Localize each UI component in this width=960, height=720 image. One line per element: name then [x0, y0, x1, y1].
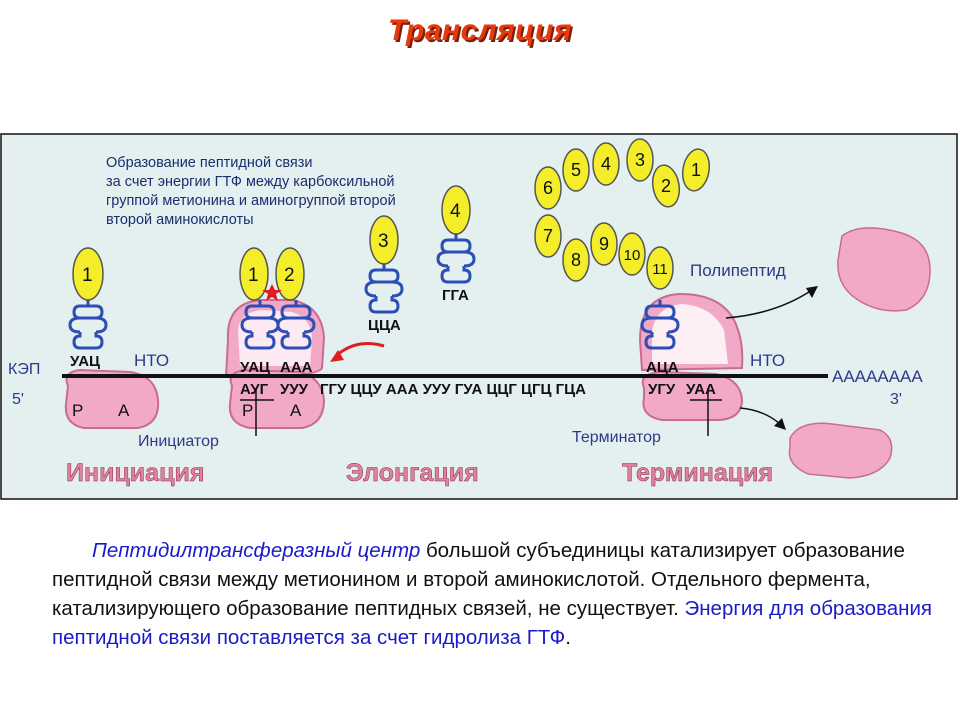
note-line-3: группой метионина и аминогруппой второй: [106, 193, 396, 209]
chain-amino-oval: [681, 148, 711, 192]
site-p-label-1: P: [72, 401, 83, 420]
polypeptide-release-arrowhead: [806, 286, 818, 298]
polypeptide-chain: 123 456 789 10 11: [534, 138, 711, 290]
three-prime-label: 3': [890, 391, 902, 408]
chain-amino-oval: [646, 246, 674, 290]
anticodon-4: ЦЦА: [368, 317, 401, 334]
note-line-1: Образование пептидной связи: [106, 155, 312, 171]
chain-amino-label: 11: [652, 261, 668, 278]
chain-amino-oval: [562, 238, 590, 282]
chain-amino-label: 3: [635, 150, 645, 170]
amino-label-5: 4: [450, 201, 461, 222]
subunit-release-arrow: [739, 407, 781, 425]
released-small-subunit: [788, 422, 893, 479]
caption-end: .: [565, 626, 571, 649]
codon-ugu: УГУ: [648, 381, 676, 398]
chain-amino-label: 1: [691, 160, 701, 180]
amino-label-2: 1: [248, 265, 259, 286]
chain-amino-oval: [651, 164, 681, 208]
nto-left-label: НТО: [134, 351, 169, 370]
subunit-release-arrowhead: [774, 418, 786, 430]
anticodon-6: АЦА: [646, 359, 679, 376]
chain-amino-label: 8: [571, 250, 581, 270]
polypeptide-release-arrow: [725, 289, 813, 319]
slide-title: Трансляция: [387, 14, 573, 47]
chain-amino-oval: [592, 142, 620, 186]
note-line-2: за счет энергии ГТФ между карбоксильной: [106, 174, 394, 190]
site-a-label-1: A: [118, 401, 130, 420]
note-line-4: второй аминокислоты: [106, 212, 254, 228]
terminator-label: Терминатор: [572, 429, 661, 446]
caption-body: большой субъединицы катализирует образов…: [52, 539, 905, 620]
chain-amino-label: 4: [601, 154, 611, 174]
amino-label-4: 3: [378, 231, 389, 252]
chain-amino-oval: [618, 232, 646, 276]
chain-amino-label: 6: [543, 178, 553, 198]
chain-amino-oval: [534, 214, 562, 258]
codon-second: УУУ: [280, 381, 309, 398]
initiator-label: Инициатор: [138, 433, 219, 450]
nto-right-label: НТО: [750, 351, 785, 370]
ribosome-initiation: [64, 368, 160, 429]
codon-sequence: ГГУ ЦЦУ ААА УУУ ГУА ЦЦГ ЦГЦ ГЦА: [320, 381, 586, 398]
stage-elongation: Элонгация: [346, 459, 479, 487]
amino-oval-5: [441, 185, 471, 235]
peptide-bond-star: [262, 284, 282, 301]
chain-amino-label: 2: [661, 176, 671, 196]
anticodon-3: ААА: [280, 359, 313, 376]
caption-paragraph: Пептидилтрансферазный центр большой субъ…: [52, 536, 932, 652]
chain-amino-label: 10: [624, 247, 641, 264]
site-a-label-2: A: [290, 401, 302, 420]
site-p-label-2: P: [242, 401, 253, 420]
anticodon-5: ГГА: [442, 287, 469, 304]
incoming-trna-arrowhead: [330, 350, 344, 362]
ribosome-termination: [638, 292, 744, 421]
codon-start: АУГ: [240, 381, 269, 398]
chain-amino-label: 9: [599, 234, 609, 254]
amino-label-3: 2: [284, 265, 295, 286]
chain-amino-label: 5: [571, 160, 581, 180]
cap-label: КЭП: [8, 361, 40, 378]
stage-termination: Терминация: [622, 459, 773, 487]
anticodon-1: УАЦ: [70, 353, 100, 370]
amino-oval-2: [239, 247, 269, 301]
chain-amino-label: 7: [543, 226, 553, 246]
amino-oval-4: [369, 215, 399, 265]
amino-oval-1: [72, 247, 104, 301]
stage-initiation: Инициация: [66, 459, 204, 487]
chain-amino-oval: [626, 138, 654, 182]
chain-amino-oval: [562, 148, 590, 192]
amino-oval-3: [275, 247, 305, 301]
codon-stop: УАА: [686, 381, 716, 398]
chain-amino-oval: [590, 222, 618, 266]
chain-amino-oval: [534, 166, 562, 210]
poly-a-tail: АААААААА: [832, 367, 923, 386]
caption-energy-note: Энергия для образования пептидной связи …: [52, 597, 933, 649]
amino-label-1: 1: [82, 265, 93, 286]
polypeptide-label: Полипептид: [690, 261, 786, 280]
five-prime-label: 5': [12, 391, 24, 408]
caption-highlight-term: Пептидилтрансферазный центр: [92, 539, 421, 562]
anticodon-2: УАЦ: [240, 359, 270, 376]
released-large-subunit: [837, 227, 931, 312]
